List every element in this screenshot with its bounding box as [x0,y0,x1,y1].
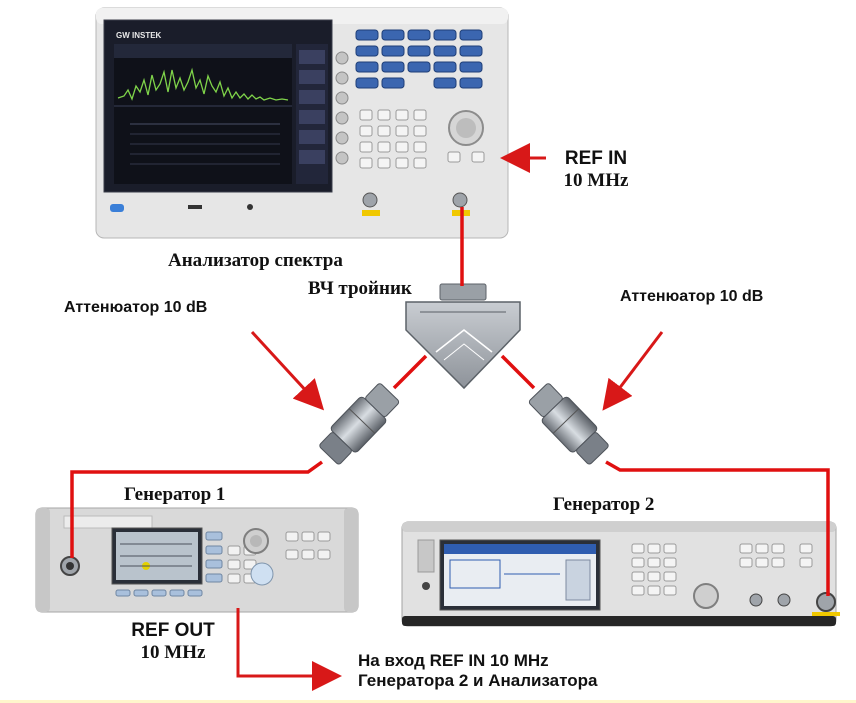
label-rf-tee: ВЧ тройник [308,278,412,299]
label-ref-in: REF IN 10 MHz [548,148,644,192]
attenuator-right-device [528,383,609,465]
label-generator-1: Генератор 1 [124,484,226,505]
label-generator-2: Генератор 2 [553,494,655,515]
label-attenuator-right: Аттенюатор 10 dB [620,288,764,305]
analyzer-brand: GW INSTEK [116,31,162,40]
label-attenuator-left: Аттенюатор 10 dB [64,299,208,316]
label-ref-out-line2: 10 MHz [140,642,206,663]
label-ref-out-line1: REF OUT [131,620,215,641]
cables [70,207,830,596]
cable-att-left-to-gen1 [70,460,324,558]
label-spectrum-analyzer: Анализатор спектра [168,250,343,271]
arrow-ref-out [236,608,342,691]
cable-tee-to-att-right [500,354,536,390]
cable-att-right-to-gen2 [605,460,830,596]
label-destination: На вход REF IN 10 MHz Генератора 2 и Ана… [358,651,597,691]
rf-tee [405,283,521,390]
generator-1 [35,507,359,613]
spectrum-analyzer [95,7,509,239]
label-destination-line1: На вход REF IN 10 MHz [358,651,549,670]
attenuator-left-device [319,383,400,465]
arrow-att-right [602,331,664,411]
label-destination-line2: Генератора 2 и Анализатора [358,671,598,690]
label-ref-in-line2: 10 MHz [563,170,629,191]
cable-tee-to-att-left [392,354,428,390]
arrow-att-left [250,330,325,411]
bottom-strip [0,700,856,703]
arrows [236,143,664,691]
label-ref-out: REF OUT 10 MHz [118,620,228,664]
label-ref-in-line1: REF IN [564,148,628,169]
generator-2 [401,521,840,627]
